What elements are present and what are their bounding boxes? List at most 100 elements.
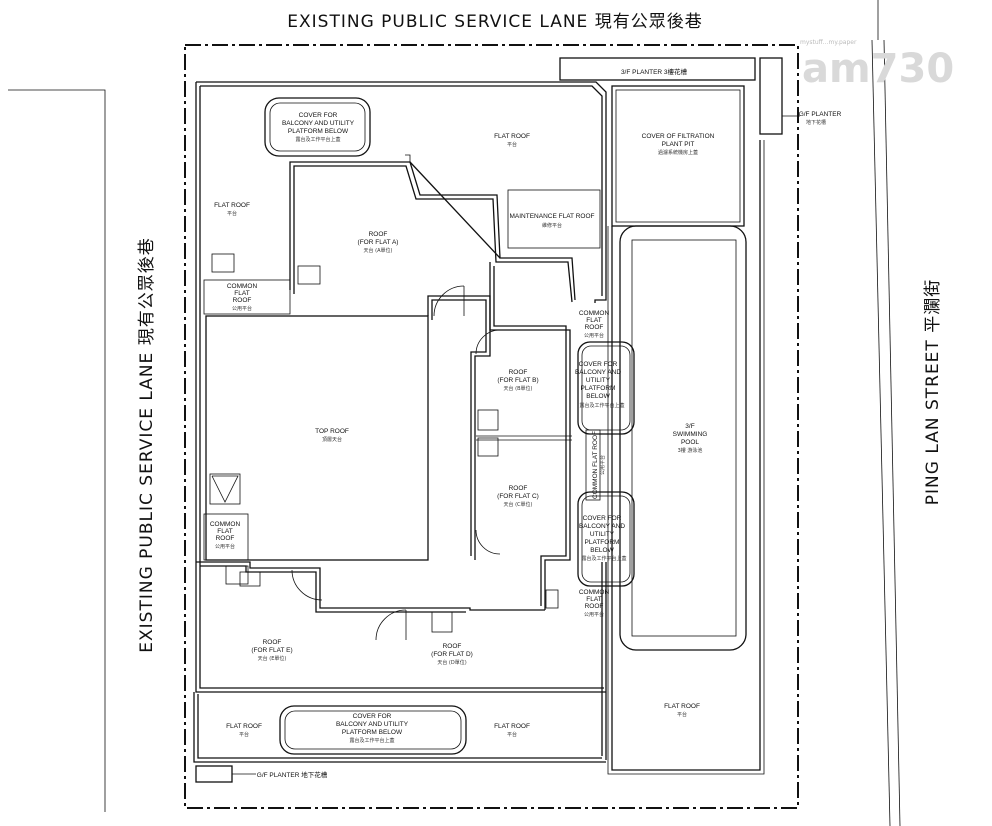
label-common-vertical-zh: 公用平台 — [599, 455, 606, 475]
label-common-right-top-3: ROOF — [585, 324, 604, 331]
label-roof-c-1: ROOF — [509, 485, 528, 492]
label-cover-right-bottom-2: BALCONY AND — [579, 523, 625, 530]
label-cover-right-bottom-3: UTILITY — [590, 531, 615, 538]
label-cover-top-zh: 露台及工作平台上蓋 — [295, 136, 340, 143]
label-gf-planter-right-zh: 地下花槽 — [806, 119, 826, 126]
label-cover-right-top-zh: 露台及工作平台上蓋 — [579, 402, 624, 409]
label-cover-bottom-2: BALCONY AND UTILITY — [336, 721, 409, 728]
label-maintenance-zh: 維修平台 — [542, 222, 562, 229]
label-cover-right-top-4: PLATFORM — [581, 385, 616, 392]
label-roof-d-2: (FOR FLAT D) — [431, 651, 473, 658]
flat-bc-walls — [475, 262, 572, 610]
label-planter-3f: 3/F PLANTER 3樓花槽 — [621, 67, 688, 76]
label-common-right-top-2: FLAT — [586, 317, 601, 324]
label-common-left-top-1: COMMON — [227, 283, 258, 290]
cover-top-inner — [269, 102, 366, 152]
cover-right-bottom-box — [577, 491, 635, 587]
label-swimming-zh: 3樓 游泳池 — [678, 447, 703, 454]
label-flat-roof-bm-zh: 平台 — [507, 731, 517, 738]
building-outline — [193, 81, 607, 763]
label-common-right-bottom-1: COMMON — [579, 589, 610, 596]
label-cover-bottom-zh: 露台及工作平台上蓋 — [349, 737, 394, 744]
label-common-right-top-1: COMMON — [579, 310, 610, 317]
label-cover-right-bottom-5: BELOW — [590, 547, 614, 554]
label-cover-right-top-1: COVER FOR — [579, 361, 618, 368]
label-gf-planter-right: G/F PLANTER — [799, 111, 842, 118]
opening-squares — [211, 253, 559, 633]
label-roof-e-1: ROOF — [263, 639, 282, 646]
street-label-right: PING LAN STREET 平瀾街 — [923, 279, 943, 505]
label-cover-top-3: PLATFORM BELOW — [288, 128, 349, 135]
cover-bottom-inner — [284, 710, 462, 750]
label-flat-roof-top-zh: 平台 — [507, 141, 517, 148]
label-flat-roof-top: FLAT ROOF — [494, 133, 530, 140]
street-label-left: EXISTING PUBLIC SERVICE LANE 現有公眾後巷 — [137, 237, 157, 652]
label-roof-a-zh: 天台 (A單位) — [364, 247, 393, 254]
common-left-bottom-box — [203, 513, 249, 561]
pool-deck-outline-2 — [607, 140, 765, 775]
label-common-left-top-3: ROOF — [233, 297, 252, 304]
label-roof-c-zh: 天台 (C單位) — [504, 501, 533, 508]
label-top-roof: TOP ROOF — [315, 428, 349, 435]
flat-a-walls — [289, 154, 576, 303]
label-roof-d-zh: 天台 (D單位) — [437, 659, 466, 666]
label-roof-d-1: ROOF — [443, 643, 462, 650]
label-cover-right-top-3: UTILITY — [586, 377, 611, 384]
cover-top-outline — [264, 97, 371, 157]
label-common-vertical: COMMON FLAT ROOF — [592, 431, 599, 499]
label-flat-roof-right-zh: 平台 — [677, 711, 687, 718]
label-common-left-top-2: FLAT — [234, 290, 249, 297]
label-top-roof-zh: 頂層天台 — [322, 436, 342, 443]
label-roof-e-2: (FOR FLAT E) — [251, 647, 292, 654]
cover-bottom-outline — [279, 705, 467, 755]
label-roof-a-1: ROOF — [369, 231, 388, 238]
label-roof-a-2: (FOR FLAT A) — [358, 239, 399, 246]
label-flat-roof-bl-zh: 平台 — [239, 731, 249, 738]
label-roof-e-zh: 天台 (E單位) — [258, 655, 287, 662]
label-swimming-3: POOL — [681, 439, 699, 446]
label-common-left-bottom-zh: 公用平台 — [215, 543, 235, 550]
label-flat-roof-left-zh: 平台 — [227, 210, 237, 217]
site-boundary — [184, 44, 799, 809]
label-flat-roof-bm: FLAT ROOF — [494, 723, 530, 730]
label-common-left-bottom-2: FLAT — [217, 528, 232, 535]
label-common-right-top-zh: 公用平台 — [584, 332, 604, 339]
stair-box — [209, 473, 241, 505]
stair-triangle — [211, 475, 239, 503]
label-roof-c-2: (FOR FLAT C) — [497, 493, 539, 500]
label-cover-right-bottom-1: COVER FOR — [583, 515, 622, 522]
filtration-box-inner — [615, 89, 741, 223]
cover-right-top-box — [577, 341, 635, 435]
label-swimming-1: 3/F — [685, 423, 694, 430]
label-cover-right-bottom-4: PLATFORM — [585, 539, 620, 546]
swimming-pool-outer — [619, 225, 747, 651]
filtration-box — [611, 85, 745, 227]
label-filtration-2: PLANT PIT — [662, 141, 695, 148]
cover-right-top-inner — [581, 345, 631, 431]
label-common-left-bottom-1: COMMON — [210, 521, 241, 528]
cover-right-bottom-inner — [581, 495, 631, 583]
label-roof-b-1: ROOF — [509, 369, 528, 376]
label-common-left-bottom-3: ROOF — [216, 535, 235, 542]
label-flat-roof-bl: FLAT ROOF — [226, 723, 262, 730]
label-flat-roof-left: FLAT ROOF — [214, 202, 250, 209]
logo-tagline: mystuff...my.paper — [800, 39, 857, 46]
maintenance-box — [507, 189, 601, 249]
label-maintenance: MAINTENANCE FLAT ROOF — [510, 213, 595, 220]
label-common-right-bottom-3: ROOF — [585, 603, 604, 610]
label-swimming-2: SWIMMING — [673, 431, 708, 438]
planter-3f — [559, 57, 756, 81]
planter-gf-bottom — [195, 765, 233, 783]
label-common-left-top-zh: 公用平台 — [232, 305, 252, 312]
label-filtration-zh: 過濾系統機房上蓋 — [658, 149, 698, 156]
label-cover-bottom-1: COVER FOR — [353, 713, 392, 720]
label-common-right-bottom-2: FLAT — [586, 596, 601, 603]
room-labels: COVER FOR BALCONY AND UTILITY PLATFORM B… — [210, 67, 842, 779]
label-cover-right-top-5: BELOW — [586, 393, 610, 400]
logo: am730 — [802, 46, 954, 92]
street-edges — [8, 0, 901, 826]
label-cover-right-bottom-zh: 露台及工作平台上蓋 — [581, 555, 626, 562]
label-cover-right-top-2: BALCONY AND — [575, 369, 621, 376]
label-gf-planter-bottom: G/F PLANTER 地下花槽 — [257, 770, 328, 779]
